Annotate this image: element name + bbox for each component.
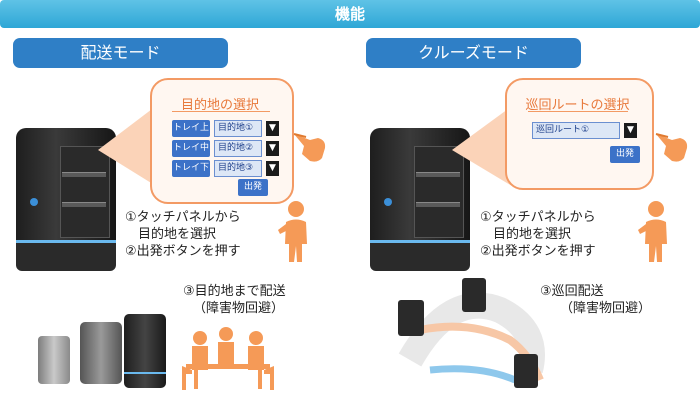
chevron-down-icon[interactable]: ▼: [266, 141, 279, 156]
step-3-sub-text: （障害物回避）: [560, 301, 652, 316]
person-icon: [278, 201, 307, 262]
person-icon: [638, 201, 667, 262]
step-2-text: ②出発ボタンを押す: [480, 244, 596, 259]
delivery-mode-title: 配送モード: [13, 38, 228, 68]
step-3-text: ③巡回配送: [540, 284, 604, 299]
pointing-hand-icon: [293, 133, 326, 162]
chevron-down-icon[interactable]: ▼: [266, 121, 279, 136]
destination-3-select[interactable]: 目的地③: [214, 160, 262, 177]
route-select[interactable]: 巡回ルート①: [532, 122, 620, 139]
destination-1-select[interactable]: 目的地①: [214, 120, 262, 137]
chevron-down-icon[interactable]: ▼: [266, 161, 279, 176]
cruise-robot-illustration: [366, 128, 474, 273]
chevron-down-icon[interactable]: ▼: [624, 123, 637, 138]
step-1b-text: 目的地を選択: [125, 227, 217, 242]
route-select-title: 巡回ルートの選択: [525, 98, 630, 113]
step-1-text: ①タッチパネルから: [125, 210, 241, 225]
patrol-route-illustration: [398, 278, 545, 388]
destination-select-title: 目的地の選択: [180, 98, 259, 113]
start-button[interactable]: 出発: [610, 146, 640, 163]
cruise-mode-title: クルーズモード: [366, 38, 581, 68]
page-title-banner: 機能: [0, 0, 700, 28]
robot-small-illustration: [38, 336, 70, 384]
robot-medium-illustration: [80, 322, 122, 384]
diners-table-icon: [182, 327, 274, 390]
tray-top-label: トレイ上: [172, 120, 210, 137]
start-button[interactable]: 出発: [238, 179, 268, 196]
destination-2-select[interactable]: 目的地②: [214, 140, 262, 157]
robot-large-illustration: [124, 314, 166, 388]
delivery-robot-illustration: [12, 128, 120, 273]
callout-pointer: [98, 106, 156, 186]
step-3-text: ③目的地まで配送: [183, 284, 286, 299]
callout-pointer: [452, 106, 512, 186]
tray-bottom-label: トレイ下: [172, 160, 210, 177]
tray-middle-label: トレイ中: [172, 140, 210, 157]
step-1-text: ①タッチパネルから: [480, 210, 596, 225]
pointing-hand-icon: [655, 133, 688, 162]
step-3-sub-text: （障害物回避）: [193, 301, 285, 316]
step-2-text: ②出発ボタンを押す: [125, 244, 241, 259]
step-1b-text: 目的地を選択: [480, 227, 572, 242]
